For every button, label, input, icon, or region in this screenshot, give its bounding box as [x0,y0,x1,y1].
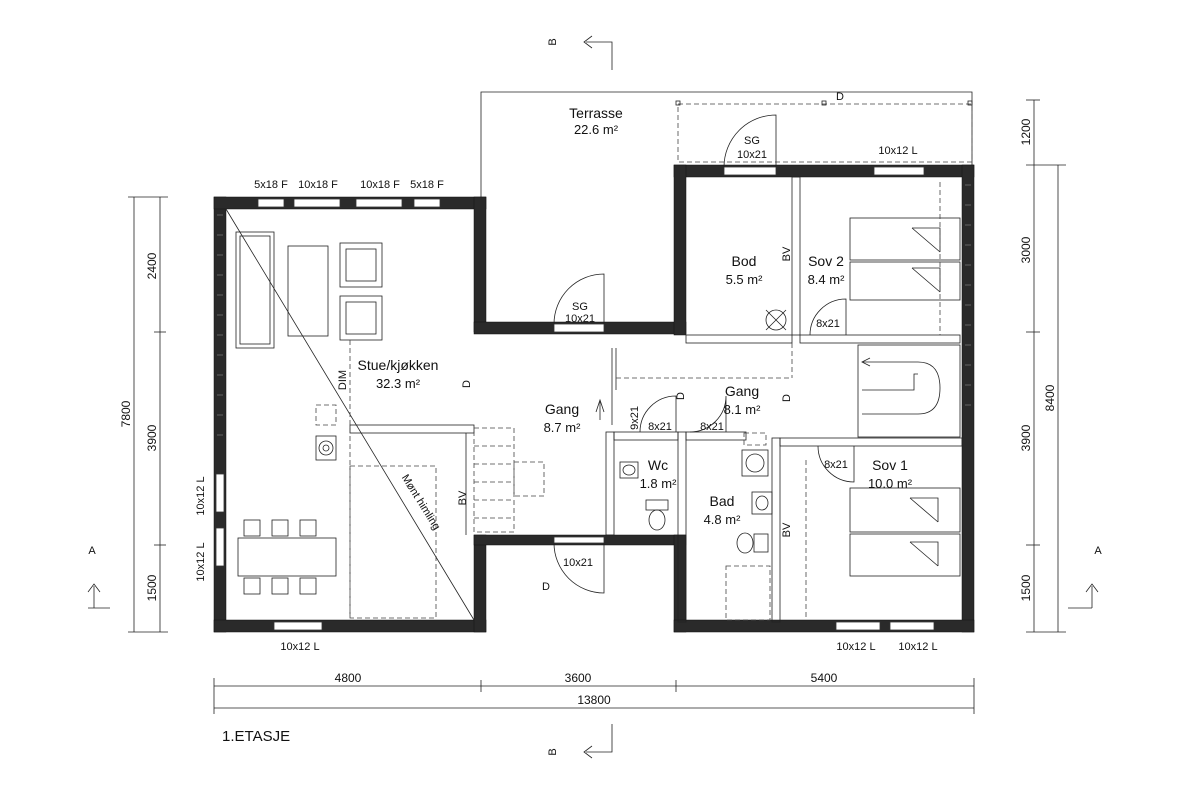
d-mark: D [542,581,550,593]
door-size-label: 10x21 [563,557,593,569]
room-name-bad: Bad [710,493,735,509]
exterior-walls [213,164,975,633]
d-mark: D [461,380,473,388]
d-mark: D [675,392,687,400]
dimension-label: 3900 [145,424,159,451]
room-area-bod: 5.5 m² [726,272,764,287]
stairs [473,343,793,533]
plan-title: 1.ETASJE [222,728,290,745]
dimension-label: 7800 [119,400,133,427]
door-size-label: 10x21 [737,149,767,161]
dimension-label: 5400 [811,671,838,685]
room-area-stue: 32.3 m² [376,376,421,391]
door-label: SG [572,301,588,313]
room-name-sov2: Sov 2 [808,253,844,269]
wall-hatching [217,184,971,436]
dimension-lines [128,99,1066,714]
dimension-label: 8400 [1043,384,1057,411]
window-label: 10x12 L [195,542,207,581]
dim-mark: DIM [337,370,349,390]
section-label: B [547,38,559,45]
door-size-label: 8x21 [648,421,672,433]
room-name-bod: Bod [732,253,757,269]
window-label: 10x12 L [280,641,319,653]
window-label: 10x12 L [195,476,207,515]
beds [805,182,961,620]
window-label: 10x12 L [898,641,937,653]
terrace-outline [480,91,973,205]
section-label: A [88,545,96,557]
room-area-wc: 1.8 m² [640,476,678,491]
room-name-gang1: Gang [545,401,579,417]
dimension-label: 1500 [145,574,159,601]
room-area-gang1: 8.7 m² [544,420,582,435]
window-label: 5x18 F [410,179,444,191]
dimension-label: 3900 [1019,424,1033,451]
window-label: 10x12 L [836,641,875,653]
room-name-wc: Wc [648,457,668,473]
room-name-terrasse: Terrasse [569,105,623,121]
room-name-gang2: Gang [725,383,759,399]
room-name-sov1: Sov 1 [872,457,908,473]
wardrobe [857,344,961,438]
section-markers [87,35,1099,759]
bv-mark: BV [781,522,793,537]
dimension-label: 13800 [577,693,611,707]
section-label: A [1094,545,1102,557]
windows [215,166,935,631]
bv-mark: BV [457,490,469,505]
dimension-label: 1200 [1019,118,1033,145]
door-size-label: 8x21 [816,318,840,330]
d-mark: D [781,394,793,402]
bathroom-fixtures [619,309,787,621]
door-label: SG [744,135,760,147]
door-size-label: 8x21 [824,459,848,471]
room-area-bad: 4.8 m² [704,512,742,527]
window-label: 10x18 F [360,179,400,191]
window-label: 10x18 F [298,179,338,191]
room-name-stue: Stue/kjøkken [358,357,439,373]
door-swings [553,114,855,594]
window-label: 5x18 F [254,179,288,191]
door-size-label: 9x21 [629,406,641,430]
room-area-sov2: 8.4 m² [808,272,846,287]
window-label: 10x12 L [878,145,917,157]
dimension-label: 1500 [1019,574,1033,601]
door-size-label: 10x21 [565,313,595,325]
living-furniture [225,208,475,621]
room-area-gang2: 8.1 m² [724,402,762,417]
bv-mark: BV [781,246,793,261]
dimension-label: 3600 [565,671,592,685]
room-area-terrasse: 22.6 m² [574,122,619,137]
section-label: B [547,748,559,755]
dimension-label: 2400 [145,252,159,279]
room-area-sov1: 10.0 m² [868,476,913,491]
dimension-label: 4800 [335,671,362,685]
door-size-label: 8x21 [700,421,724,433]
interior-walls [349,176,963,623]
dimension-label: 3000 [1019,236,1033,263]
d-mark: D [836,91,844,103]
